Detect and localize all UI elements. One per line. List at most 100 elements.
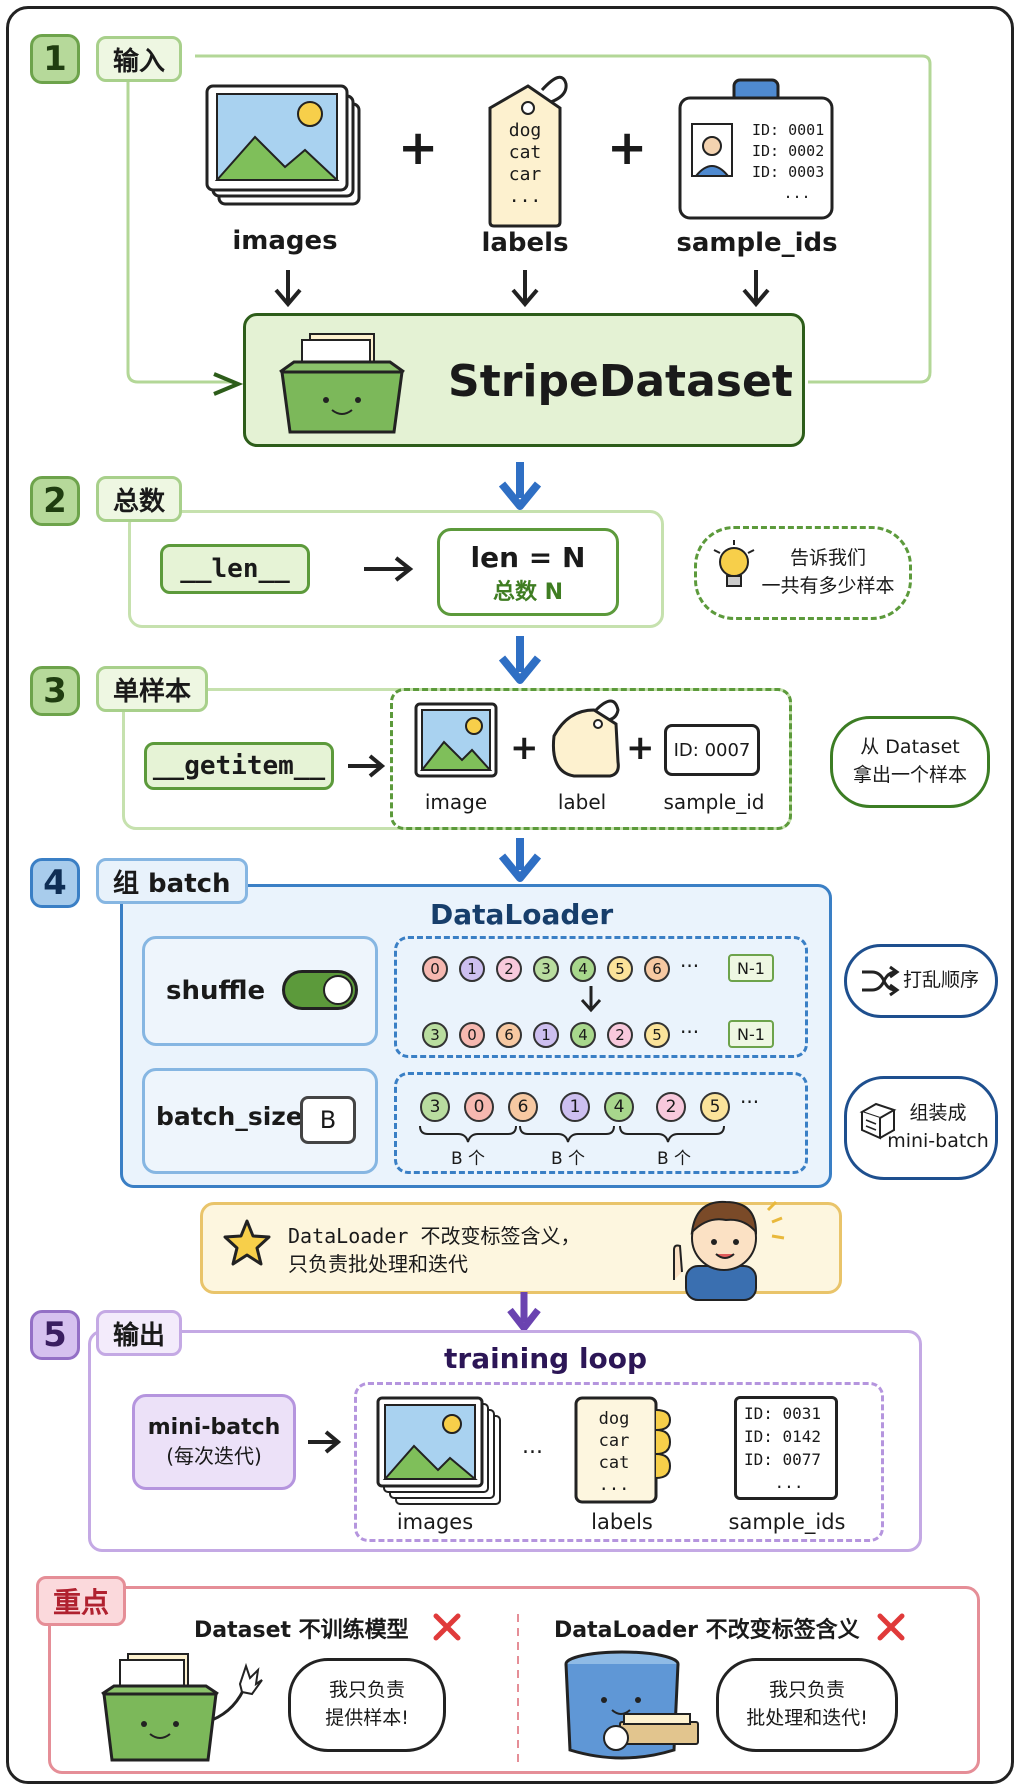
arrow-down-1 — [498, 462, 542, 510]
stripe-dataset-title: StripeDataset — [448, 356, 793, 407]
dataloader-mascot-icon — [564, 1650, 699, 1760]
step-1-number: 1 — [30, 34, 80, 84]
batch-tip-bubble: 组装成 mini-batch — [844, 1076, 998, 1180]
key-left-title: Dataset 不训练模型 — [194, 1618, 409, 1643]
key-left-bubble: 我只负责 提供样本! — [288, 1658, 446, 1752]
index-circle: 0 — [464, 1092, 494, 1122]
step-4-number: 4 — [30, 858, 80, 908]
output-ids-lines: ID: 0031 ID: 0142 ID: 0077 ... — [744, 1404, 822, 1492]
step-2-label: 总数 — [96, 476, 183, 522]
step-3-label: 单样本 — [96, 666, 209, 712]
shuffle-tip-bubble: 打乱顺序 — [844, 944, 998, 1018]
images-icon — [205, 84, 361, 206]
mini-batch-arrow — [308, 1430, 342, 1454]
shuffle-toggle-knob — [323, 975, 353, 1005]
step-4-label: 组 batch — [96, 858, 248, 904]
len-function: __len__ — [160, 544, 310, 594]
batch-size-label: batch_size — [156, 1102, 303, 1131]
label-tag-lines: dog cat car ... — [508, 120, 542, 207]
output-ids-card — [734, 1396, 838, 1500]
group-label-3: B 个 — [656, 1149, 692, 1169]
shuffle-icon — [862, 965, 900, 997]
image-label: image — [424, 790, 488, 814]
getitem-arrow — [348, 754, 386, 778]
shuffle-sequence-box — [394, 936, 808, 1058]
shuffle-toggle[interactable] — [282, 970, 358, 1010]
index-circle: 4 — [570, 1022, 596, 1048]
labels-label: labels — [481, 228, 569, 258]
dataloader-title: DataLoader — [430, 898, 614, 931]
key-right-bubble: 我只负责 批处理和迭代! — [716, 1658, 898, 1752]
label-icon — [551, 699, 620, 778]
getitem-sample-box — [390, 688, 792, 830]
output-content-box — [354, 1382, 884, 1542]
note-text: DataLoader 不改变标签含义， 只负责批处理和迭代 — [288, 1224, 581, 1276]
id-card-icon — [678, 78, 834, 220]
arrow-down-3 — [498, 838, 542, 882]
index-circle: 1 — [459, 956, 485, 982]
training-loop-title: training loop — [444, 1342, 648, 1375]
plus-1: + — [398, 120, 439, 176]
index-circle: 6 — [644, 956, 670, 982]
ids-label: sample_ids — [676, 228, 838, 258]
group-label-1: B 个 — [450, 1149, 486, 1169]
index-circle: 2 — [656, 1092, 686, 1122]
index-circle: 5 — [644, 1022, 670, 1048]
stack-icon — [859, 1102, 897, 1140]
plus-4: + — [626, 728, 655, 768]
image-icon — [414, 702, 498, 778]
dataset-mascot-icon — [101, 1653, 263, 1762]
key-divider — [517, 1614, 519, 1762]
plus-2: + — [607, 120, 648, 176]
arrow-down-4 — [507, 1292, 541, 1332]
step-5-label: 输出 — [96, 1310, 183, 1356]
cross-icon-right — [877, 1613, 905, 1641]
index-circle: 2 — [496, 956, 522, 982]
ellipsis-row-3: ··· — [740, 1090, 760, 1114]
boy-mascot-icon — [673, 1200, 785, 1301]
index-circle: 0 — [459, 1022, 485, 1048]
index-circle: 3 — [420, 1092, 450, 1122]
last-index-row-2: N-1 — [728, 1020, 774, 1048]
index-circle: 4 — [570, 956, 596, 982]
len-arrow — [364, 556, 414, 582]
key-right-title: DataLoader 不改变标签含义 — [554, 1618, 860, 1643]
output-images-label: images — [396, 1510, 474, 1534]
index-circle: 0 — [422, 956, 448, 982]
last-index-row-1: N-1 — [728, 954, 774, 982]
index-circle: 3 — [422, 1022, 448, 1048]
label-label: label — [557, 790, 607, 814]
plus-3: + — [510, 728, 539, 768]
page-frame — [6, 6, 1014, 1784]
batch-sequence-box — [394, 1072, 808, 1174]
lightbulb-icon — [713, 540, 755, 587]
id-card-lines: ID: 0001 ID: 0002 ID: 0003 ... — [752, 121, 825, 202]
dataset-box-icon — [279, 333, 405, 434]
shuffle-label[interactable]: shuffle — [166, 976, 266, 1006]
step-2-number: 2 — [30, 476, 80, 526]
batch-size-input[interactable]: B — [300, 1096, 356, 1144]
output-images-icon — [376, 1396, 501, 1505]
index-circle: 1 — [533, 1022, 559, 1048]
group-label-2: B 个 — [550, 1149, 586, 1169]
index-circle: 1 — [560, 1092, 590, 1122]
len-result-box: len = N 总数 N — [437, 528, 619, 616]
step-5-number: 5 — [30, 1310, 80, 1360]
label-tag-icon — [488, 75, 568, 228]
step-1-label: 输入 — [96, 36, 183, 82]
ellipsis-row-2: ··· — [680, 1020, 700, 1044]
shuffle-down-arrow — [580, 986, 602, 1013]
getitem-function: __getitem__ — [144, 742, 334, 790]
sample-id-card: ID: 0007 — [664, 724, 760, 776]
index-circle: 2 — [607, 1022, 633, 1048]
arrow-down-2 — [498, 636, 542, 684]
star-icon — [223, 1219, 271, 1266]
mini-batch-box: mini-batch (每次迭代) — [132, 1394, 296, 1490]
key-points-label: 重点 — [36, 1576, 127, 1626]
images-label: images — [232, 226, 338, 256]
input-down-arrows — [274, 270, 770, 308]
index-circle: 6 — [496, 1022, 522, 1048]
output-labels-label: labels — [591, 1510, 653, 1534]
index-circle: 6 — [508, 1092, 538, 1122]
ellipsis-row-1: ··· — [680, 954, 700, 978]
